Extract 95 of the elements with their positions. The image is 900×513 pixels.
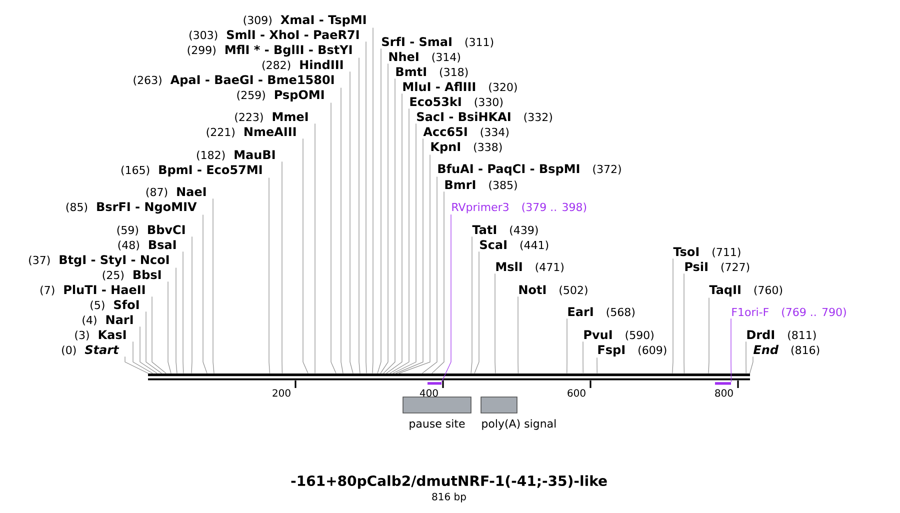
site-label: ScaI (441): [480, 240, 548, 250]
site-label: (263) ApaI - BaeGI - Bme1580I: [134, 75, 334, 86]
leader-line: [422, 176, 438, 374]
site-label: (165) BpmI - Eco57MI: [121, 165, 262, 176]
site-label: (7) PluTI - HaeII: [40, 284, 145, 296]
sequence-length: 816 bp: [432, 492, 466, 502]
site-label: (303) SmlI - XhoI - PaeR7I: [190, 30, 359, 40]
site-label: NheI (314): [389, 52, 460, 62]
site-label: BfuAI - PaqCI - BspMI (372): [438, 164, 621, 176]
site-label: (4) NarI: [82, 315, 133, 326]
leader-line: [146, 311, 162, 374]
site-label: (309) XmaI - TspMI: [244, 15, 366, 26]
site-label: DrdI (811): [747, 330, 816, 340]
site-label: (221) NmeAIII: [206, 127, 296, 138]
leader-line: [366, 41, 367, 374]
primer-label: F1ori-F (769 .. 790): [732, 308, 846, 318]
tick-label: 400: [420, 389, 438, 397]
leader-line: [140, 326, 158, 374]
leader-line: [708, 297, 710, 374]
leader-line: [358, 57, 360, 374]
dna-backbone: [148, 374, 750, 380]
leader-line: [398, 154, 430, 374]
leader-line: [392, 123, 416, 374]
site-label: Acc65I (334): [423, 127, 508, 138]
site-label: End (816): [753, 344, 820, 356]
site-label: MluI - AflIII (320): [403, 82, 517, 92]
leader-line: [314, 123, 316, 374]
map-title: -161+80pCalb2/dmutNRF-1(-41;-35)-like: [291, 475, 607, 489]
leader-line: [212, 198, 214, 374]
leader-line: [302, 138, 308, 374]
tick-label: 800: [715, 389, 733, 397]
primer-label: RVprimer3 (379 .. 398): [452, 202, 586, 214]
site-label: Eco53kI (330): [410, 96, 503, 108]
site-label: NotI (502): [519, 285, 588, 296]
leader-line: [372, 27, 374, 374]
site-label: FspI (609): [598, 345, 666, 356]
leader-line: [124, 356, 148, 374]
site-label: BmrI (385): [445, 180, 517, 190]
leader-line: [152, 296, 166, 374]
site-label: SacI - BsiHKAI (332): [417, 112, 552, 122]
leader-line: [377, 48, 382, 374]
site-label: TaqII (760): [709, 285, 782, 296]
leader-line: [672, 258, 674, 374]
leader-line: [494, 273, 496, 374]
leader-line: [191, 236, 192, 374]
site-label: (3) KasI: [75, 330, 126, 340]
leader-line: [176, 267, 178, 374]
feature-label: poly(A) signal: [482, 419, 556, 430]
leader-line: [396, 138, 424, 374]
leader-line: [730, 318, 732, 382]
site-label: SrfI - SmaI (311): [382, 36, 494, 48]
leader-line: [470, 236, 472, 374]
site-label: TsoI (711): [673, 247, 740, 258]
leader-line: [202, 214, 208, 374]
leader-line: [582, 341, 584, 374]
leader-line: [474, 251, 480, 374]
primer-bar: [428, 382, 442, 385]
leader-line: [182, 251, 184, 374]
leader-line: [350, 71, 354, 374]
leader-line: [380, 63, 388, 374]
leader-line: [566, 318, 568, 374]
site-label: (223) MmeI: [235, 112, 308, 122]
site-label: (48) BsaI: [118, 240, 176, 250]
site-label: (59) BbvCI: [117, 224, 185, 236]
site-label: TatI (439): [472, 225, 538, 236]
site-label: BmtI (318): [396, 67, 468, 78]
primer-bar: [715, 382, 731, 385]
site-label: (182) MauBI: [196, 150, 275, 160]
site-label: PsiI (727): [685, 262, 750, 272]
leader-line: [386, 93, 402, 374]
leader-line: [596, 357, 598, 374]
leader-line: [750, 356, 754, 374]
site-label: (25) BbsI: [102, 270, 161, 280]
feature-label: pause site: [410, 419, 465, 430]
leader-line: [132, 341, 153, 374]
leader-line: [390, 108, 410, 374]
leader-line: [432, 191, 444, 374]
site-label: KpnI (338): [431, 142, 502, 154]
leader-line: [340, 87, 344, 374]
site-label: (282) HindIII: [262, 60, 343, 70]
leader-line: [383, 78, 396, 374]
site-label: (5) SfoI: [90, 300, 139, 310]
leader-line: [441, 214, 452, 382]
site-label: (87) NaeI: [146, 187, 206, 198]
site-label: (299) MflI * - BglII - BstYI: [188, 44, 352, 57]
leader-line: [268, 177, 270, 374]
site-label: EarI (568): [568, 307, 634, 318]
leader-line: [168, 281, 172, 374]
site-label: (85) BsrFI - NgoMIV: [66, 202, 197, 214]
site-label: (37) BtgI - StyI - NcoI: [29, 255, 169, 267]
leader-line: [330, 102, 336, 374]
site-label: (0) Start: [62, 345, 120, 356]
site-label: MslI (471): [496, 262, 564, 272]
site-label: (259) PspOMI: [237, 90, 324, 102]
site-label: PvuI (590): [584, 330, 654, 340]
